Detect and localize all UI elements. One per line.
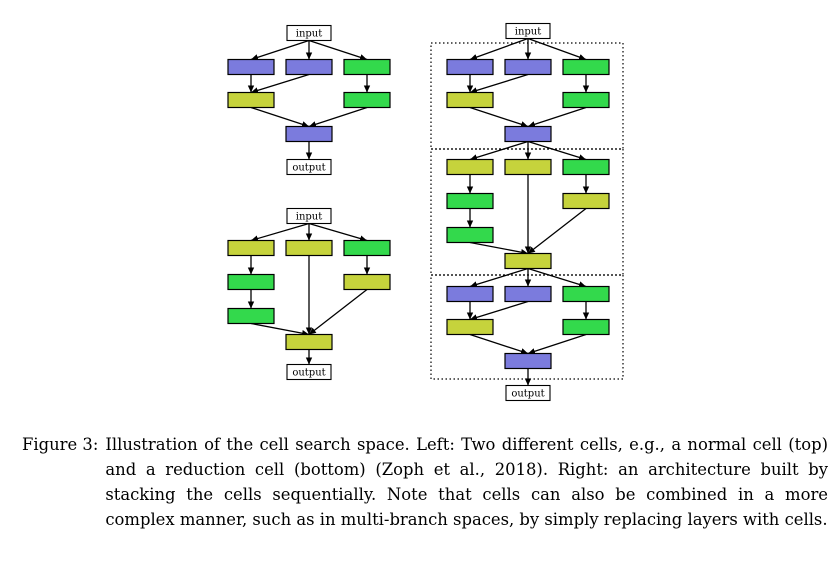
left-reduction-edge-6-merge <box>250 322 310 337</box>
stack-cell2-op5-yellow-block <box>562 192 610 210</box>
stack-cell1-op4-yellow-block <box>446 91 494 109</box>
stack-cell-frame-2 <box>430 148 624 276</box>
left-reduction-op2-yellow-block <box>285 239 333 257</box>
cell-frames-layer <box>430 42 624 380</box>
figure-caption: Figure 3: Illustration of the cell searc… <box>22 432 828 532</box>
stack-cell2-op3-green-block <box>562 158 610 176</box>
left-reduction-input-label: input <box>296 212 323 223</box>
left-reduction-input-box <box>286 207 332 225</box>
stack-cell3-op1-blue-block <box>446 285 494 303</box>
stack-cell3-op3-green-block <box>562 285 610 303</box>
left-reduction-op4-green-block <box>227 273 275 291</box>
caption-label: Figure 3: <box>22 435 99 454</box>
stack-cell2-edge-6-merge <box>469 241 529 256</box>
left-normal-merge-blue-block <box>285 125 333 143</box>
left-reduction-merge-yellow-block <box>285 333 333 351</box>
stack-cell1-edge-4-merge <box>469 106 529 128</box>
stack-cell3-op2-blue-block <box>504 285 552 303</box>
stack-cell2-op1-yellow-block <box>446 158 494 176</box>
left-normal-op3-green-block <box>343 58 391 76</box>
stack-cell2-op4-green-block <box>446 192 494 210</box>
stack-input-box <box>505 22 551 40</box>
stack-output-box <box>505 384 551 402</box>
left-normal-op4-yellow-block <box>227 91 275 109</box>
stack-cell2-edge-in-1 <box>469 140 529 161</box>
left-reduction-op6-green-block <box>227 307 275 325</box>
left-normal-edge-in-3 <box>308 39 368 61</box>
left-normal-output-label: output <box>292 163 325 174</box>
stack-cell3-edge-in-3 <box>527 267 587 288</box>
stack-cell3-op4-yellow-block <box>446 318 494 336</box>
stack-cell3-edge-2-4 <box>469 300 529 321</box>
stack-cell1-edge-in-1 <box>469 37 529 61</box>
stack-cell3-edge-in-1 <box>469 267 529 288</box>
cell-search-space-figure: input output input output input output <box>227 22 624 402</box>
stack-input-label: input <box>515 27 542 38</box>
stack-cell3-edge-4-merge <box>469 333 529 355</box>
left-reduction-edge-in-3 <box>308 222 368 242</box>
stack-cell1-edge-5-merge <box>527 106 587 128</box>
stack-cell1-op5-green-block <box>562 91 610 109</box>
left-normal-output-box <box>286 158 332 176</box>
stack-cell1-edge-2-4 <box>469 73 529 94</box>
stack-cell1-edge-in-3 <box>527 37 587 61</box>
stack-cell1-op3-green-block <box>562 58 610 76</box>
left-reduction-output-box <box>286 363 332 381</box>
left-reduction-op3-green-block <box>343 239 391 257</box>
left-normal-input-box <box>286 24 332 42</box>
left-normal-edge-2-4 <box>250 73 310 94</box>
stack-cell-frame-3 <box>430 274 624 380</box>
left-reduction-edge-in-1 <box>250 222 310 242</box>
stack-cell2-op6-green-block <box>446 226 494 244</box>
stack-cell1-op1-blue-block <box>446 58 494 76</box>
stack-cell-frame-1 <box>430 42 624 150</box>
left-reduction-op1-yellow-block <box>227 239 275 257</box>
left-reduction-edge-5-merge <box>308 288 368 336</box>
left-reduction-output-label: output <box>292 368 325 379</box>
stack-cell2-merge-yellow-block <box>504 252 552 270</box>
left-normal-op2-blue-block <box>285 58 333 76</box>
left-normal-op1-blue-block <box>227 58 275 76</box>
stack-output-label: output <box>511 389 544 400</box>
stack-cell3-edge-5-merge <box>527 333 587 355</box>
edges-layer <box>247 37 590 386</box>
left-normal-edge-4-merge <box>250 106 310 128</box>
stack-cell3-op5-green-block <box>562 318 610 336</box>
stack-cell2-edge-in-3 <box>527 140 587 161</box>
nodes-layer: input output input output input output <box>227 22 610 402</box>
stack-cell2-edge-5-merge <box>527 207 587 255</box>
caption-text: Illustration of the cell search space. L… <box>105 435 828 529</box>
left-normal-input-label: input <box>296 29 323 40</box>
stack-cell1-op2-blue-block <box>504 58 552 76</box>
left-normal-edge-5-merge <box>308 106 368 128</box>
left-normal-edge-in-1 <box>250 39 310 61</box>
left-normal-op5-green-block <box>343 91 391 109</box>
left-reduction-op5-yellow-block <box>343 273 391 291</box>
stack-cell2-op2-yellow-block <box>504 158 552 176</box>
stack-cell3-merge-blue-block <box>504 352 552 370</box>
stack-cell1-merge-blue-block <box>504 125 552 143</box>
